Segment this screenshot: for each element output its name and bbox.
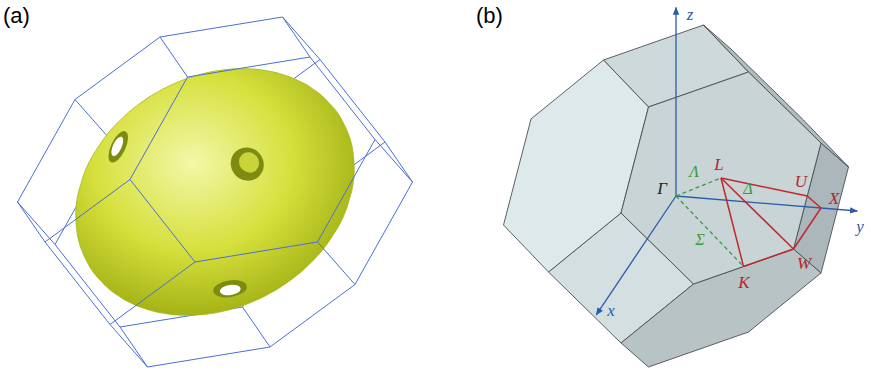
zone-edge [45, 180, 130, 243]
neck-hole [109, 135, 126, 158]
fermi-neck [212, 278, 248, 300]
zone-edge [18, 202, 56, 245]
zone-edge [310, 57, 375, 140]
zone-edge [283, 17, 311, 57]
zone-edge [120, 327, 148, 367]
fermi-sphere [76, 69, 354, 316]
neck-rim [104, 128, 132, 165]
brillouin-zone-panel [504, 8, 858, 368]
axis-label: z [687, 6, 694, 23]
symmetry-line [676, 196, 744, 267]
zone-edge [188, 57, 311, 77]
zone-edge [375, 140, 413, 183]
axis-label: y [856, 218, 864, 235]
panel-label: (a) [3, 5, 30, 27]
fermi-neck [224, 141, 271, 188]
high-symmetry-path [794, 208, 822, 249]
line-label: Σ [695, 232, 705, 248]
symmetry-line [676, 178, 721, 196]
point-label: L [714, 156, 723, 173]
panel-label: (b) [476, 5, 503, 27]
zone-edge [318, 242, 356, 285]
coordinate-axis [675, 8, 676, 197]
zone-edge [160, 37, 188, 77]
line-label: Δ [743, 181, 752, 197]
zone-edge [130, 77, 188, 180]
coordinate-axis [596, 196, 676, 315]
axis-label: x [607, 302, 615, 319]
zone-edge [160, 17, 283, 37]
zone-edge [45, 242, 110, 325]
zone-face [504, 60, 649, 272]
zone-edge [243, 307, 271, 347]
zone-edge [18, 100, 76, 203]
high-symmetry-path [721, 178, 794, 249]
zone-edge [270, 285, 355, 348]
neck-rim [224, 141, 271, 188]
zone-face [621, 72, 821, 284]
zone-edge [195, 242, 318, 262]
zone-edge [355, 182, 413, 285]
point-label: X [829, 190, 839, 207]
point-label: U [795, 173, 807, 190]
zone-edge [110, 325, 148, 368]
line-label: Λ [689, 164, 699, 180]
zone-edge [130, 180, 195, 263]
zone-edge [283, 17, 321, 60]
zone-edge [385, 142, 413, 182]
zone-edge [148, 347, 271, 367]
fermi-neck [104, 128, 132, 165]
high-symmetry-path [807, 196, 821, 208]
high-symmetry-path [744, 249, 794, 267]
point-label: K [738, 274, 749, 291]
neck-hole [219, 283, 241, 296]
high-symmetry-path [721, 178, 744, 267]
zone-edge [75, 37, 160, 100]
point-label: W [797, 255, 811, 272]
point-label: Γ [657, 180, 667, 197]
zone-edge [18, 202, 46, 242]
zone-edge [318, 140, 376, 243]
zone-edge [110, 262, 195, 325]
neck-rim [212, 278, 248, 300]
fermi-surface-panel [18, 17, 413, 367]
high-symmetry-path [721, 178, 807, 196]
neck-hole [235, 148, 263, 177]
